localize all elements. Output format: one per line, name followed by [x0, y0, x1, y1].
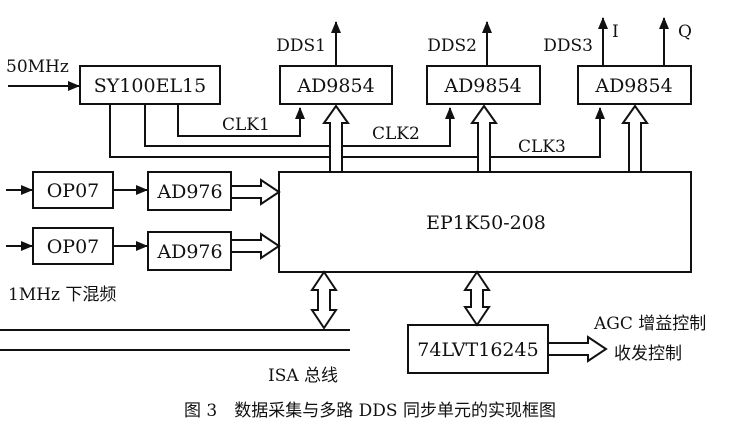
input-clock-label: 50MHz — [6, 57, 69, 77]
opamp-top-block: OP07 — [32, 171, 114, 209]
clock-buffer-label: SY100EL15 — [94, 75, 207, 97]
clk3-label: CLK3 — [518, 137, 566, 157]
adc-top-label: AD976 — [156, 181, 222, 203]
clk2-label: CLK2 — [372, 124, 420, 144]
dds2-block: AD9854 — [426, 65, 541, 105]
clk1-label: CLK1 — [222, 115, 270, 135]
dds3-i-label: I — [612, 22, 619, 42]
clk1-line — [177, 104, 305, 137]
fpga-dds3-bus-arrow — [621, 104, 649, 173]
dds2-chip-label: AD9854 — [443, 75, 521, 97]
adc-top-block: AD976 — [147, 171, 232, 211]
mixer-label: 1MHz 下混频 — [8, 285, 116, 305]
txrx-label: 收发控制 — [614, 344, 682, 364]
dds1-chip-label: AD9854 — [296, 75, 374, 97]
adc-bottom-label: AD976 — [156, 241, 222, 263]
figure-caption: 图 3 数据采集与多路 DDS 同步单元的实现框图 — [184, 401, 556, 421]
fpga-dds2-bus-arrow — [470, 104, 498, 173]
dds3-q-label: Q — [678, 22, 692, 42]
clk3-line — [109, 104, 605, 158]
fpga-isa-bidir-arrow — [310, 270, 338, 330]
transceiver-control-arrow — [547, 335, 608, 363]
opamp-bottom-label: OP07 — [47, 236, 100, 258]
fpga-label: EP1K50-208 — [426, 212, 546, 234]
adc-bottom-block: AD976 — [147, 231, 232, 271]
opamp-top-label: OP07 — [47, 180, 100, 202]
fpga-block: EP1K50-208 — [278, 171, 692, 273]
isa-bus-label: ISA 总线 — [268, 366, 338, 386]
bus-transceiver-label: 74LVT16245 — [417, 339, 538, 361]
clk2-line — [144, 104, 455, 147]
agc-label: AGC 增益控制 — [593, 314, 706, 334]
opamp-bottom-block: OP07 — [32, 227, 114, 265]
dds1-output-label: DDS1 — [276, 36, 326, 56]
dds3-chip-label: AD9854 — [594, 75, 672, 97]
dds3-output-label: DDS3 — [543, 36, 593, 56]
clock-buffer-block: SY100EL15 — [79, 65, 221, 105]
fpga-dds1-bus-arrow — [322, 104, 350, 173]
dds2-output-label: DDS2 — [427, 36, 477, 56]
adc-top-fpga-bus-arrow — [230, 178, 281, 206]
bus-transceiver-block: 74LVT16245 — [407, 324, 549, 374]
dds1-block: AD9854 — [279, 65, 393, 105]
dds3-block: AD9854 — [577, 65, 692, 105]
fpga-transceiver-bidir-arrow — [463, 270, 491, 327]
adc-bottom-fpga-bus-arrow — [230, 232, 281, 260]
